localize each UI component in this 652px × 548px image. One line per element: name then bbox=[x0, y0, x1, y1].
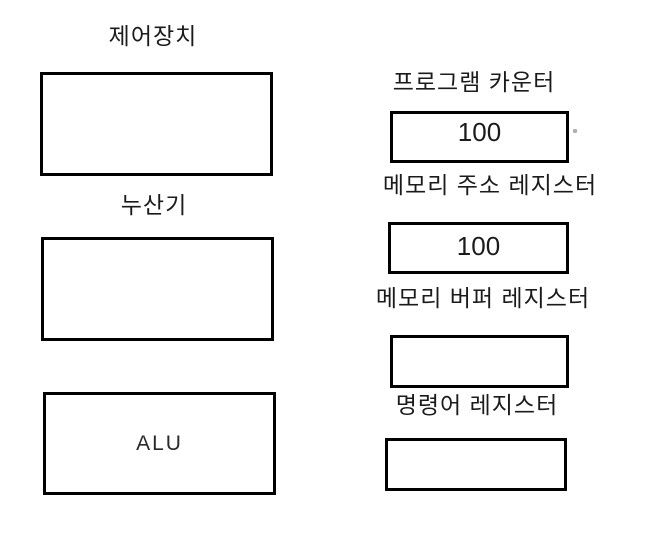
program-counter-label: 프로그램 카운터 bbox=[392, 69, 556, 95]
control-unit-label: 제어장치 bbox=[108, 23, 198, 49]
accumulator-box bbox=[41, 237, 274, 341]
memory-buffer-register-box bbox=[390, 335, 569, 388]
memory-address-register-box: 100 bbox=[388, 222, 569, 274]
speck-artifact-dot bbox=[573, 129, 577, 133]
alu-box: ALU bbox=[43, 392, 276, 495]
memory-buffer-register-label: 메모리 버퍼 레지스터 bbox=[375, 285, 591, 311]
control-unit-box bbox=[40, 72, 273, 176]
instruction-register-box bbox=[385, 438, 567, 491]
instruction-register-label: 명령어 레지스터 bbox=[395, 392, 559, 418]
alu-label: ALU bbox=[136, 431, 183, 455]
memory-address-register-label: 메모리 주소 레지스터 bbox=[382, 172, 598, 198]
memory-address-register-value: 100 bbox=[456, 230, 501, 261]
program-counter-box: 100 bbox=[390, 111, 569, 163]
program-counter-value: 100 bbox=[457, 116, 502, 147]
accumulator-label: 누산기 bbox=[120, 192, 188, 218]
